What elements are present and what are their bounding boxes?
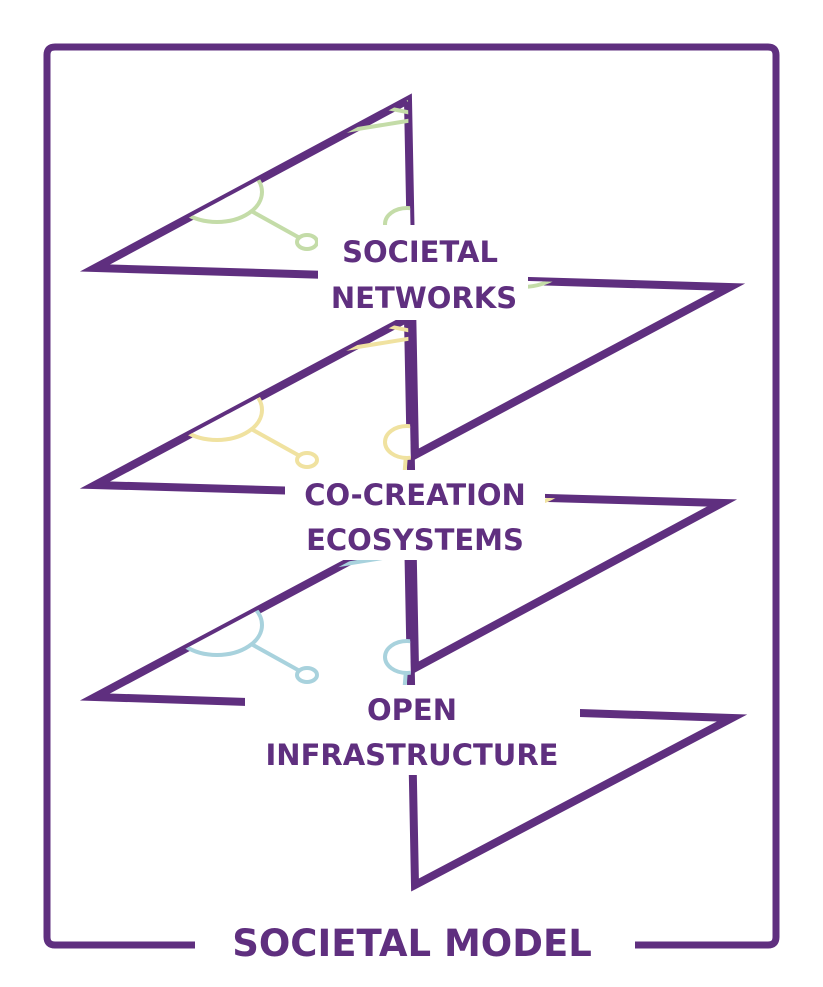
network-node [308,100,356,115]
network-link [166,598,218,627]
network-link [140,598,169,617]
layer-societal-networks: SOCIETAL NETWORKS [79,53,746,462]
network-node [157,378,177,392]
network-node [295,233,319,251]
network-link [332,62,357,97]
network-node [295,451,319,469]
network-link [140,165,169,184]
network-node [344,53,370,71]
network-node [295,666,319,684]
network-node [667,173,687,187]
network-node [608,573,626,587]
network-link [615,364,624,406]
network-node [410,103,454,131]
network-node [288,100,306,104]
network-node [475,100,499,106]
network-node [170,160,264,224]
network-link [615,146,624,188]
network-node [266,352,288,368]
network-node [596,168,648,206]
network-node [170,378,264,442]
network-node [133,175,151,189]
network-link [466,458,523,472]
layer-label-line1: CO-CREATION [304,478,526,512]
network-link [615,579,624,621]
layer-label-line2: INFRASTRUCTURE [266,738,559,772]
network-node [266,134,288,150]
network-node [667,606,687,620]
layer-co-creation-ecosystems: CO-CREATION ECOSYSTEMS [79,311,738,675]
network-node [532,149,552,165]
network-link [621,396,678,407]
network-node [133,608,151,622]
network-link [621,611,678,622]
network-link [166,165,218,194]
network-node [667,391,687,405]
network-link [166,383,218,412]
layer-label-line2: ECOSYSTEMS [306,523,524,557]
network-link [485,100,544,159]
network-node [133,393,151,407]
layer-label-line1: SOCIETAL [342,235,498,269]
network-link [621,178,678,189]
network-link [466,673,523,687]
network-node [266,567,288,583]
layer-label-line1: OPEN [367,693,457,727]
network-node [596,386,648,424]
network-node [608,358,626,372]
network-node [288,318,306,322]
layer-label-line2: NETWORKS [331,281,517,315]
network-link [431,100,488,119]
network-node [157,593,177,607]
frame [43,43,780,949]
frame-title: SOCIETAL MODEL [232,922,592,965]
network-node [596,601,648,639]
network-link [541,155,623,189]
network-link [140,383,169,402]
network-node [157,160,177,174]
network-node [608,140,626,154]
